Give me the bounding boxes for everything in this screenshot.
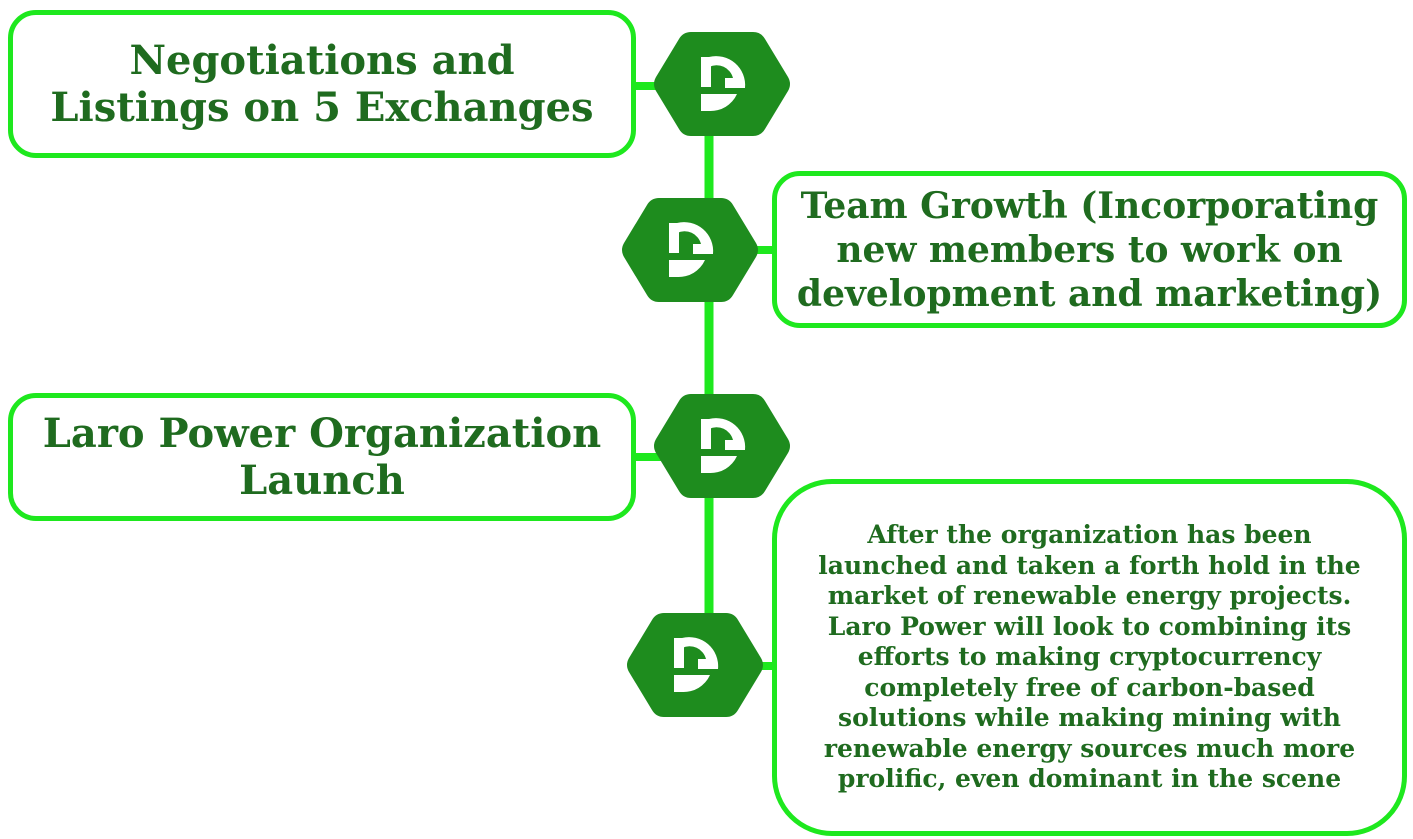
milestone-carbon-free-mining: After the organization has been launched… [772,479,1407,836]
milestone-text: After the organization has been launched… [818,520,1361,794]
laro-power-logo-icon [622,198,758,302]
milestone-text: Laro Power Organization Launch [42,410,602,504]
milestone-organization-launch: Laro Power Organization Launch [8,393,636,521]
milestone-text: Negotiations and Listings on 5 Exchanges [50,37,594,131]
laro-power-logo-icon [627,613,763,717]
milestone-exchange-listings: Negotiations and Listings on 5 Exchanges [8,10,636,158]
milestone-text: Team Growth (Incorporating new members t… [796,184,1383,315]
laro-power-logo-icon [654,32,790,136]
laro-power-logo-icon [654,394,790,498]
milestone-team-growth: Team Growth (Incorporating new members t… [772,171,1407,328]
